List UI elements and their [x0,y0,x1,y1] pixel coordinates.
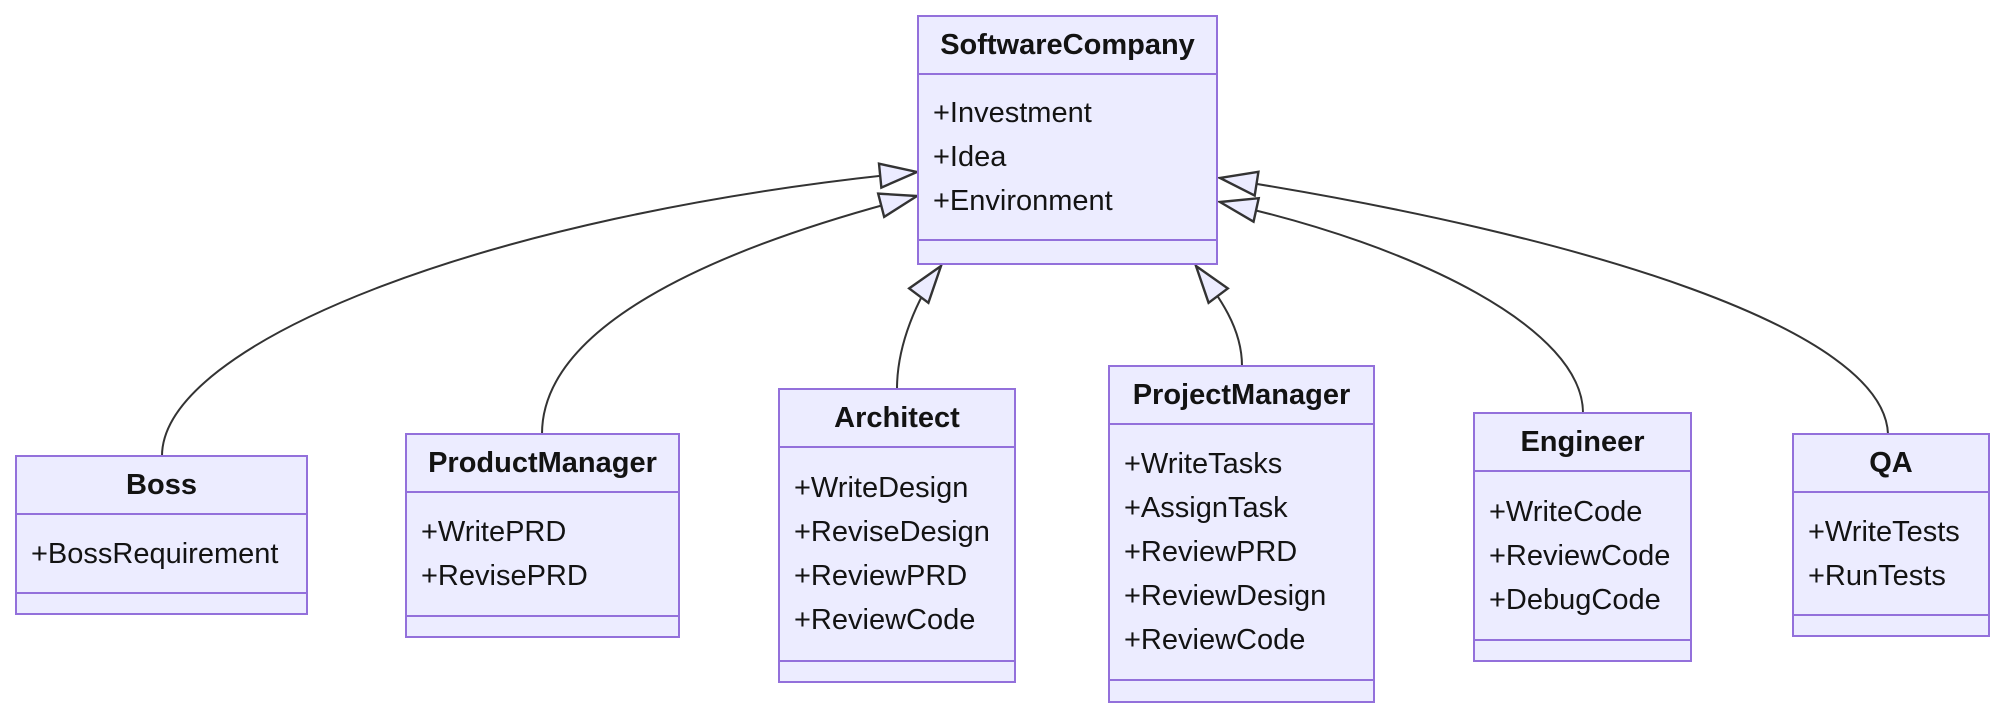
edge-productmanager-inheritance [541,196,917,435]
class-architect: Architect +WriteDesign +ReviseDesign +Re… [778,388,1016,683]
class-member: +WriteDesign [794,472,969,504]
edge-qa-inheritance [1220,178,1889,435]
class-member: +Idea [933,141,1007,173]
class-title: ProductManager [407,435,678,493]
class-members: +WriteCode +ReviewCode +DebugCode [1475,472,1690,641]
edge-projectmanager-inheritance [1196,266,1243,367]
class-member: +Environment [933,185,1113,217]
class-methods-empty [407,617,678,636]
class-member: +Investment [933,97,1092,129]
class-title: QA [1794,435,1988,493]
class-projectmanager: ProjectManager +WriteTasks +AssignTask +… [1108,365,1375,703]
class-members: +WritePRD +RevisePRD [407,493,678,617]
class-methods-empty [1794,616,1988,635]
class-members: +WriteDesign +ReviseDesign +ReviewPRD +R… [780,448,1014,662]
class-members: +Investment +Idea +Environment [919,75,1216,241]
class-member: +WriteTests [1808,515,1960,548]
edge-boss-inheritance [161,172,917,457]
class-member: +ReviewPRD [1124,536,1298,568]
class-member: +WriteTasks [1124,448,1283,480]
class-member: +ReviewPRD [794,560,968,592]
class-title: SoftwareCompany [919,17,1216,75]
class-member: +ReviewCode [1124,624,1306,656]
class-title: Engineer [1475,414,1690,472]
class-title: ProjectManager [1110,367,1373,425]
class-methods-empty [1475,641,1690,660]
class-member: +RunTests [1808,559,1946,592]
class-methods-empty [919,241,1216,263]
class-methods-empty [780,662,1014,681]
edge-engineer-inheritance [1220,202,1584,414]
class-title: Architect [780,390,1014,448]
class-member: +WritePRD [421,516,567,548]
class-qa: QA +WriteTests +RunTests [1792,433,1990,637]
class-productmanager: ProductManager +WritePRD +RevisePRD [405,433,680,638]
class-member: +ReviewDesign [1124,580,1327,612]
class-member: +ReviewCode [1489,539,1671,572]
edge-architect-inheritance [896,266,941,390]
class-methods-empty [17,594,306,613]
class-member: +DebugCode [1489,583,1661,616]
class-members: +WriteTests +RunTests [1794,493,1988,616]
class-member: +RevisePRD [421,560,588,592]
class-engineer: Engineer +WriteCode +ReviewCode +DebugCo… [1473,412,1692,662]
class-member: +ReviewCode [794,604,976,636]
class-member: +BossRequirement [31,537,279,570]
class-methods-empty [1110,681,1373,701]
class-member: +ReviseDesign [794,516,990,548]
class-member: +AssignTask [1124,492,1288,524]
class-member: +WriteCode [1489,495,1643,528]
class-members: +BossRequirement [17,515,306,594]
class-softwarecompany: SoftwareCompany +Investment +Idea +Envir… [917,15,1218,265]
class-boss: Boss +BossRequirement [15,455,308,615]
class-title: Boss [17,457,306,515]
class-members: +WriteTasks +AssignTask +ReviewPRD +Revi… [1110,425,1373,681]
